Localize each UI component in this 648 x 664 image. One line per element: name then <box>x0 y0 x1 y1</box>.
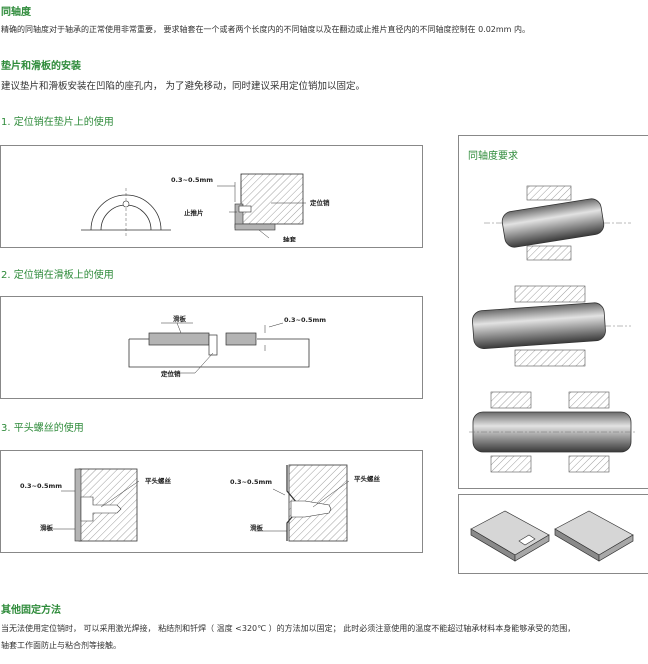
fig3-right-plate-label: 滑板 <box>250 524 263 532</box>
fig2-gap-label: 0.3~0.5mm <box>284 316 327 324</box>
fig2-slide-plate-label: 滑板 <box>173 315 186 323</box>
fig2-drawing <box>128 322 310 374</box>
fig3-box <box>0 450 423 553</box>
section-title-coaxiality: 同轴度 <box>1 7 31 18</box>
section-title-other: 其他固定方法 <box>1 605 61 616</box>
fig3-title: 3. 平头螺丝的使用 <box>1 423 84 434</box>
fig3-left-plate-label: 滑板 <box>40 524 53 532</box>
fig3-left-gap-label: 0.3~0.5mm <box>20 482 63 490</box>
coaxiality-drawing <box>469 185 637 473</box>
other-text-line1: 当无法使用定位销时， 可以采用激光焊接， 粘结剂和钎焊（ 温度 <320℃ ）的… <box>1 624 576 633</box>
fig3-right-gap-label: 0.3~0.5mm <box>230 478 273 486</box>
fig3-drawing <box>43 464 350 542</box>
coaxiality-panel-title: 同轴度要求 <box>468 151 518 162</box>
section-title-install: 垫片和滑板的安装 <box>1 61 81 72</box>
fig2-box <box>0 296 423 399</box>
other-text-line2: 轴套工作面防止与粘合剂等接触。 <box>1 641 121 650</box>
coaxiality-text: 精确的同轴度对于轴承的正常使用非常重要， 要求轴套在一个或者两个长度内的不同轴度… <box>1 25 531 34</box>
fig1-pin-label: 定位销 <box>310 199 330 207</box>
coaxiality-panel <box>458 135 648 489</box>
fig3-right-screw-label: 平头螺丝 <box>354 475 380 483</box>
fig1-drawing <box>81 173 306 239</box>
fig1-thrust-washer-label: 止推片 <box>184 209 204 217</box>
slide-plate-panel <box>458 494 648 574</box>
fig2-pin-label: 定位销 <box>161 370 181 378</box>
fig1-box <box>0 145 423 248</box>
install-text: 建议垫片和滑板安装在凹陷的座孔内， 为了避免移动，同时建议采用定位销加以固定。 <box>1 81 366 92</box>
fig1-title: 1. 定位销在垫片上的使用 <box>1 117 114 128</box>
slide-plate-drawing <box>470 510 634 562</box>
fig3-left-screw-label: 平头螺丝 <box>145 477 171 485</box>
fig2-title: 2. 定位销在滑板上的使用 <box>1 270 114 281</box>
fig1-bottom-label: 轴套 <box>283 236 296 242</box>
fig1-gap-label: 0.3~0.5mm <box>171 176 214 184</box>
